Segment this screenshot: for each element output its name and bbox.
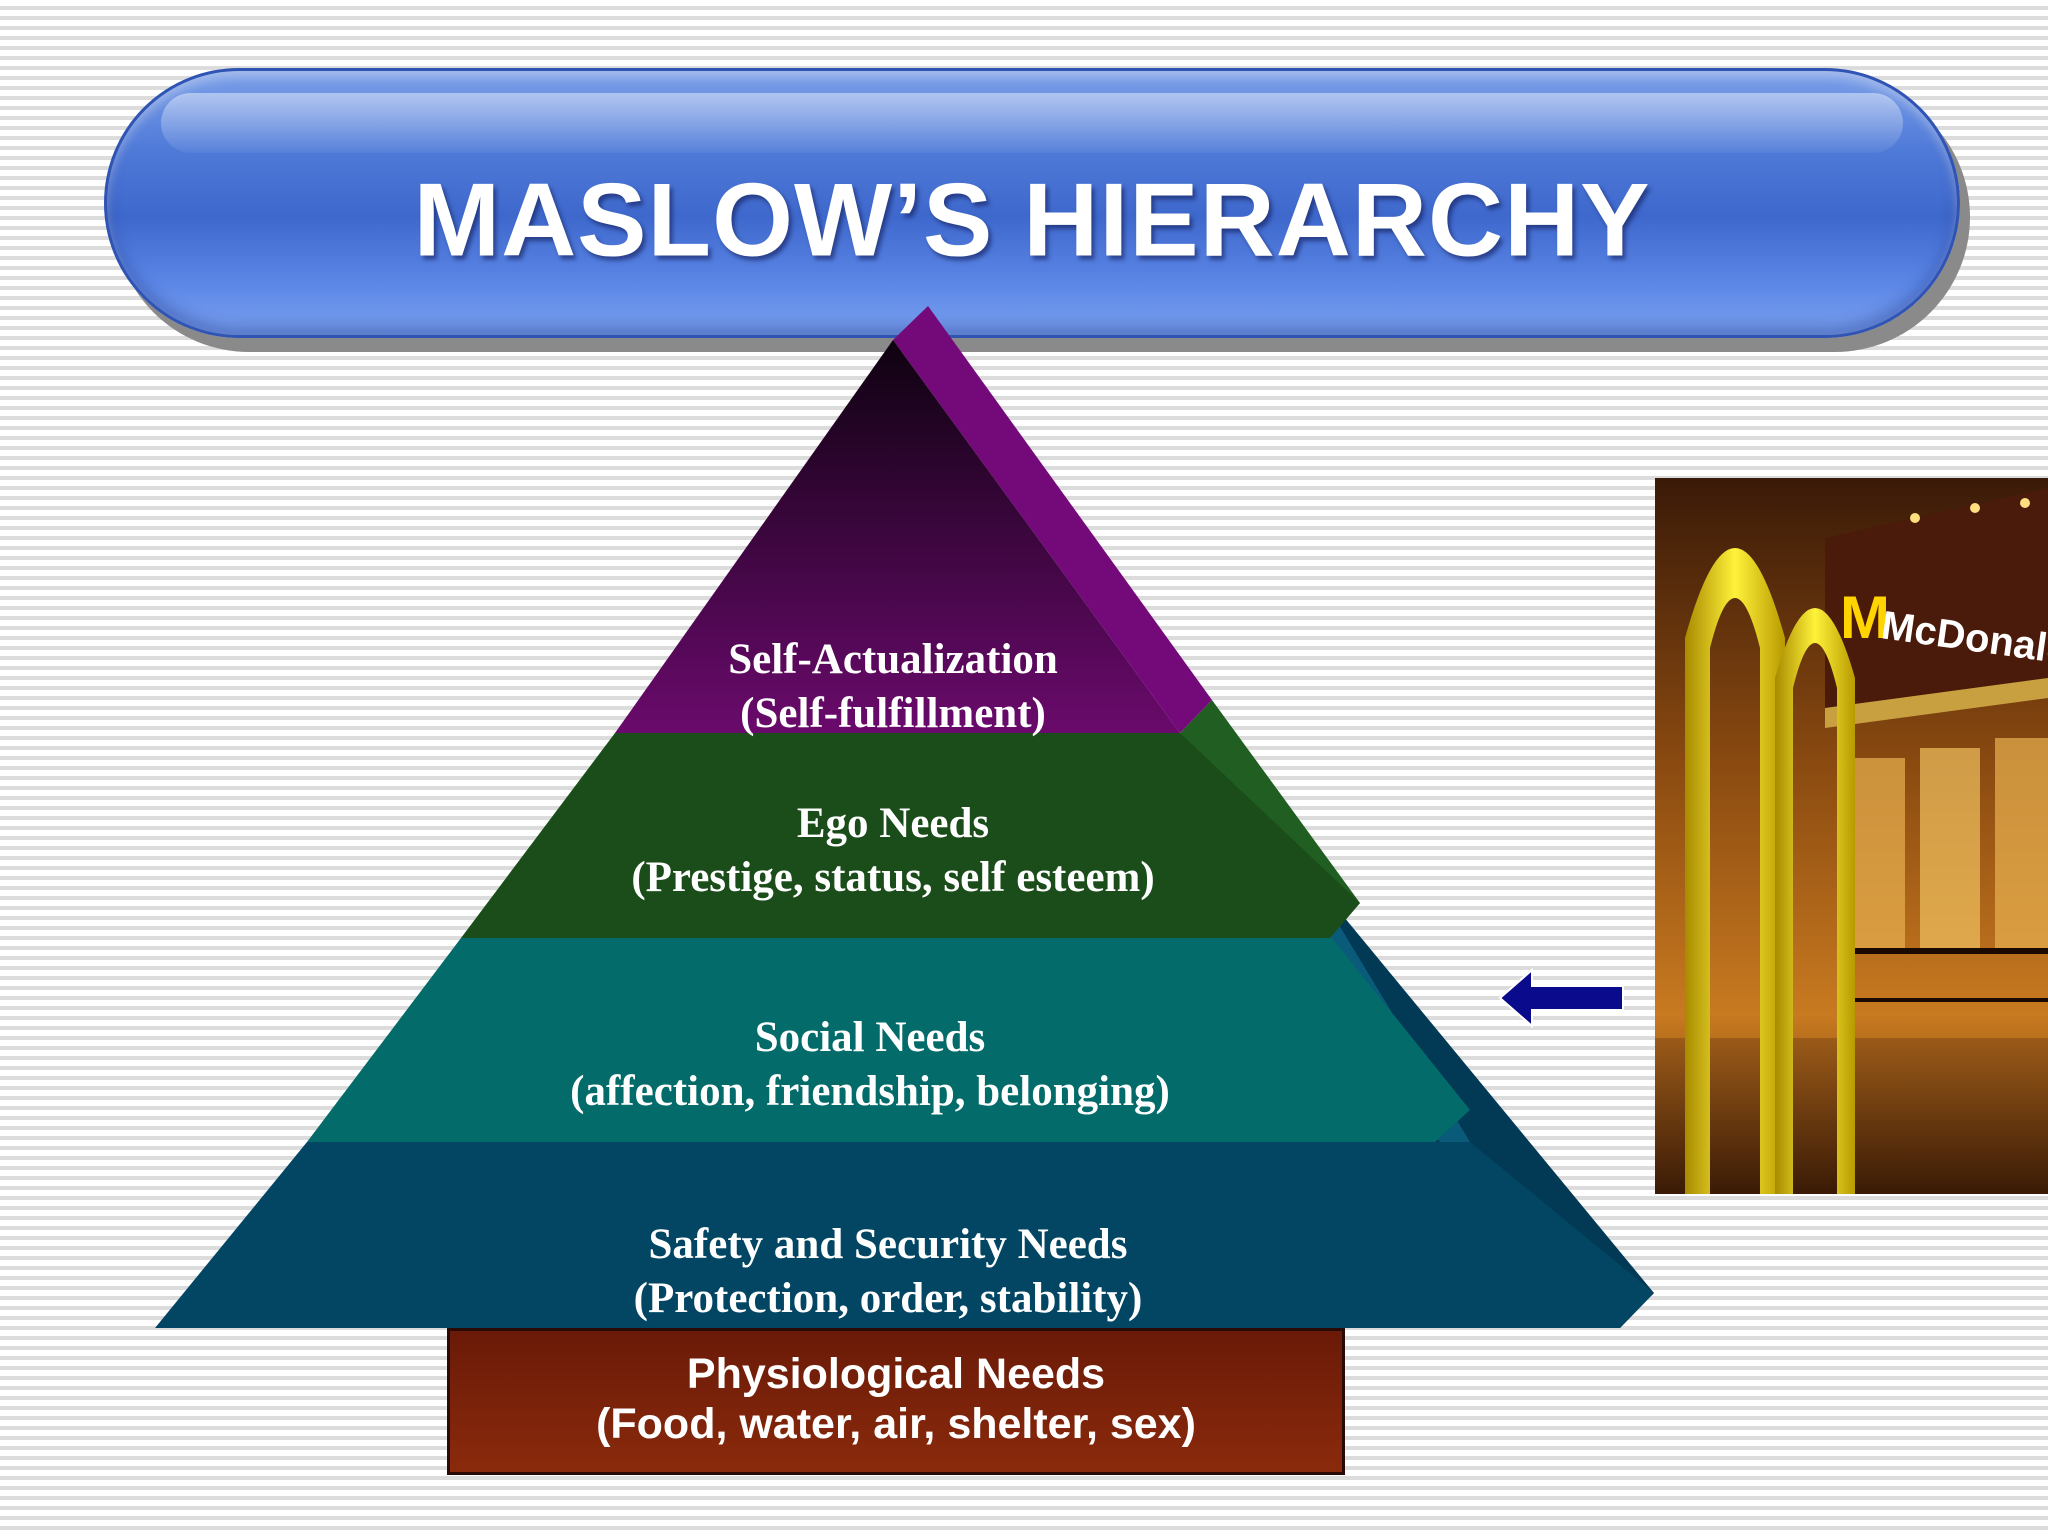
tier-name: Safety and Security Needs [648,1221,1128,1268]
arrow-icon [1498,967,1624,1029]
tier-ego-shape [461,733,1360,938]
tier-self-actualization-label: Self-Actualization (Self-fulfillment) [693,633,1093,741]
tier-safety-label: Safety and Security Needs (Protection, o… [538,1218,1238,1326]
tier-name: Self-Actualization [728,636,1058,683]
banner-gloss [161,93,1903,153]
mcdonalds-photo: M McDonald's [1655,478,2048,1194]
title-banner: MASLOW’S HIERARCHY [104,68,1960,338]
tier-social-label: Social Needs (affection, friendship, bel… [520,1011,1220,1119]
tier-name: Ego Needs [796,800,990,847]
tier-name: Physiological Needs [686,1350,1106,1398]
tier-detail: (Self-fulfillment) [740,690,1046,737]
tier-detail: (Food, water, air, shelter, sex) [596,1400,1196,1448]
tier-social-shape [307,938,1470,1142]
tier-safety-shape [155,1142,1654,1328]
tier-physiological: Physiological Needs (Food, water, air, s… [447,1328,1345,1475]
tier-self-actualization-side [893,306,1212,733]
tier-detail: (Protection, order, stability) [633,1275,1143,1322]
tier-detail: (Prestige, status, self esteem) [631,854,1155,901]
tier-name: Social Needs [754,1014,986,1061]
tier-ego-label: Ego Needs (Prestige, status, self esteem… [593,797,1193,905]
tier-physiological-label: Physiological Needs (Food, water, air, s… [450,1349,1342,1449]
slide-title: MASLOW’S HIERARCHY [413,162,1651,279]
m-logo-icon: M [1840,584,1890,651]
tier-self-actualization-shape [615,340,1180,733]
mcdonalds-storefront-image: M McDonald's [1655,478,2048,1194]
tier-detail: (affection, friendship, belonging) [570,1068,1170,1115]
